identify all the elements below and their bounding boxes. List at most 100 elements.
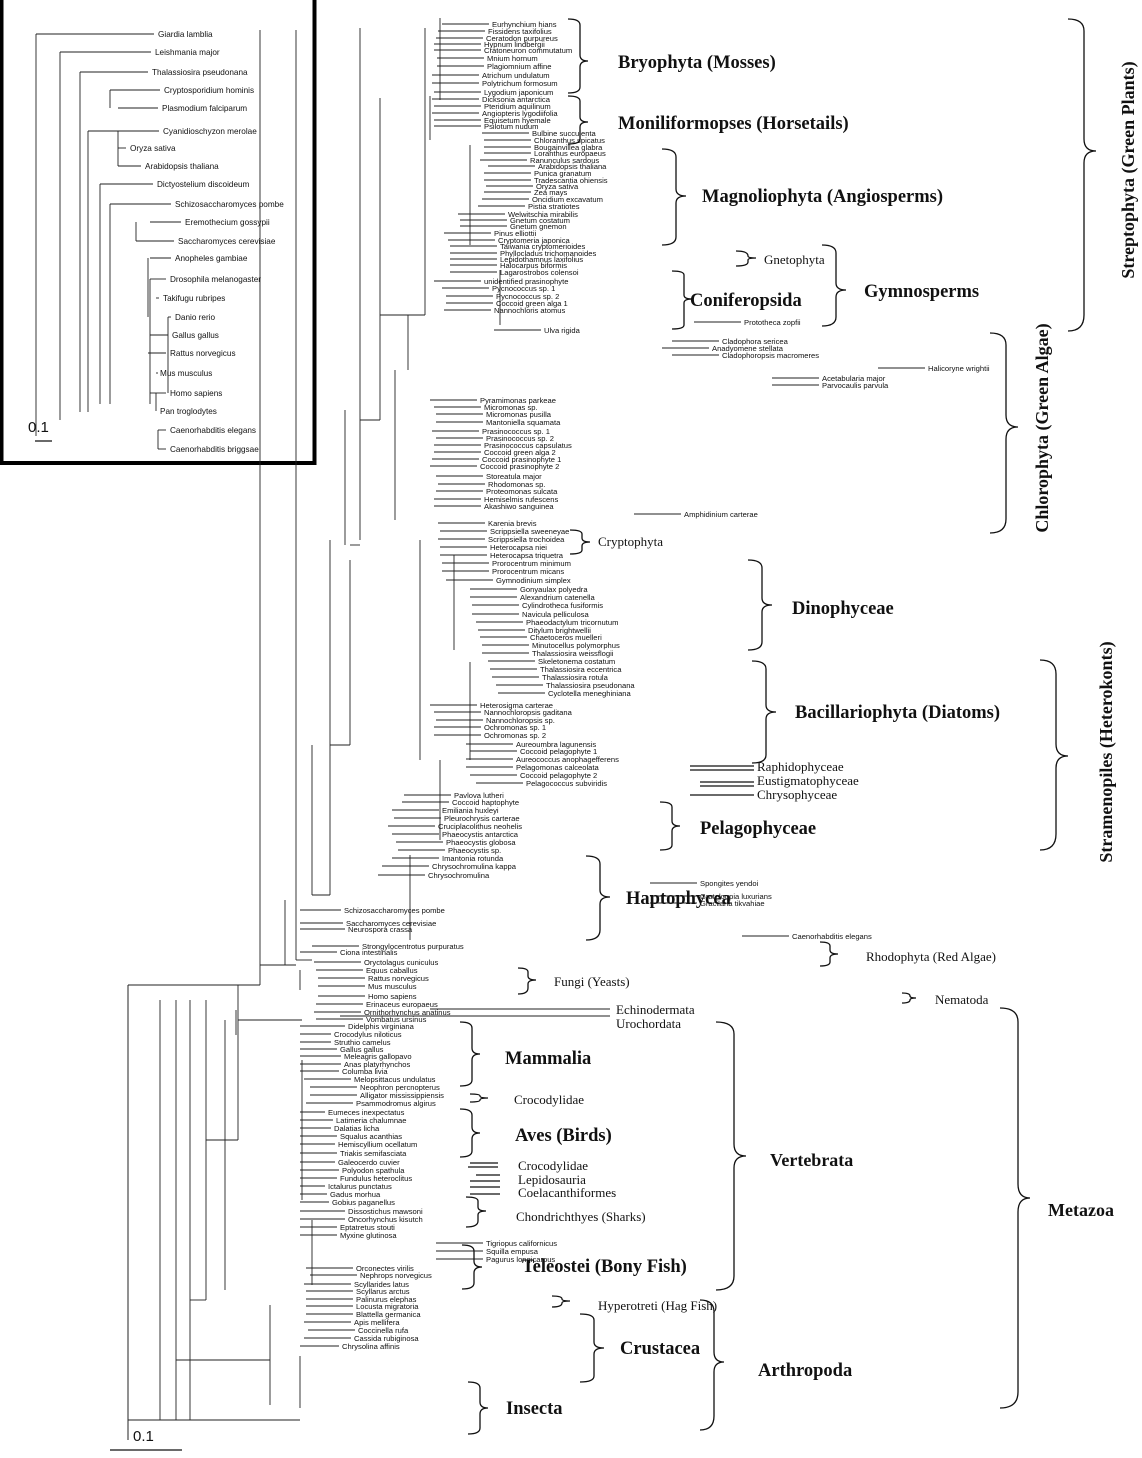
taxon-acetabularia-major: Acetabularia major <box>822 374 886 383</box>
taxon-phaeocystis-globosa: Phaeocystis globosa <box>446 838 516 847</box>
taxon-scyllarides-latus: Scyllarides latus <box>354 1280 409 1289</box>
label-gnetophyta: Gnetophyta <box>764 252 825 267</box>
taxon-coccoid-green-alga-1: Coccoid green alga 1 <box>496 299 568 308</box>
taxon-pistia-stratiotes: Pistia stratiotes <box>528 202 580 211</box>
label-moniliformopses: Moniliformopses (Horsetails) <box>618 114 849 134</box>
label-fungi: Fungi (Yeasts) <box>554 974 630 989</box>
taxon-pycnococcus-sp-1: Pycnococcus sp. 1 <box>492 284 555 293</box>
inset-tree <box>35 33 181 450</box>
taxon-caenorhabditis-elegans: Caenorhabditis elegans <box>792 932 872 941</box>
taxon-cryptomeria-japonica: Cryptomeria japonica <box>498 236 571 245</box>
taxon-mantoniella-squamata: Mantoniella squamata <box>486 418 561 427</box>
taxon-mus-musculus: Mus musculus <box>368 982 417 991</box>
taxon-nephrops-norvegicus: Nephrops norvegicus <box>360 1271 432 1280</box>
taxon-halocarpus-biformis: Halocarpus biformis <box>500 261 567 270</box>
taxon-gobius-paganellus: Gobius paganellus <box>332 1198 395 1207</box>
label-urochordata: Urochordata <box>616 1016 681 1031</box>
taxon-lygodium-japonicum: Lygodium japonicum <box>484 88 553 97</box>
taxon-polyodon-spathula: Polyodon spathula <box>342 1166 405 1175</box>
taxon-gadus-morhua: Gadus morhua <box>330 1190 381 1199</box>
bracket-bacillariophyta <box>751 660 777 764</box>
taxon-alligator-mississippiensis: Alligator mississippiensis <box>360 1091 444 1100</box>
taxon-chloranthus-spicatus: Chloranthus spicatus <box>534 136 605 145</box>
taxon-bulbine-succulenta: Bulbine succulenta <box>532 129 597 138</box>
taxon-melopsittacus-undulatus: Melopsittacus undulatus <box>354 1075 436 1084</box>
taxon-navicula-pelliculosa: Navicula pelliculosa <box>522 610 589 619</box>
taxon-chaetoceros-muelleri: Chaetoceros muelleri <box>530 633 602 642</box>
taxon-eptatretus-stouti: Eptatretus stouti <box>340 1223 395 1232</box>
connector-echino-urochordata <box>340 1008 610 1017</box>
taxon-coccoid-pelagophyte-2: Coccoid pelagophyte 2 <box>520 771 597 780</box>
taxon-phaeocystis-sp: Phaeocystis sp. <box>448 846 501 855</box>
taxon-anas-platyrhynchos: Anas platyrhynchos <box>344 1060 410 1069</box>
taxon-hypnum-lindbergii: Hypnum lindbergii <box>484 40 545 49</box>
taxon-nannochloropsis-sp: Nannochloropsis sp. <box>486 716 555 725</box>
taxon-emiliania-huxleyi: Emiliania huxleyi <box>442 806 499 815</box>
bracket-pelagophyceae <box>659 801 681 851</box>
taxon-skeletonema-costatum: Skeletonema costatum <box>538 657 615 666</box>
taxon-coccoid-prasinophyte-1: Coccoid prasinophyte 1 <box>482 455 561 464</box>
label-eustigmatophyceae: Eustigmatophyceae <box>757 773 859 788</box>
taxon-taiwania-cryptomerioides: Taiwania cryptomerioides <box>500 242 585 251</box>
bracket-metazoa <box>999 1007 1031 1409</box>
bracket-rhodophyta <box>819 941 839 967</box>
taxon-scrippsiella-trochoidea: Scrippsiella trochoidea <box>488 535 565 544</box>
taxon-locusta-migratoria: Locusta migratoria <box>356 1302 419 1311</box>
taxon-scyllarus-arctus: Scyllarus arctus <box>356 1287 410 1296</box>
taxon-cratoneuron-commutatum: Cratoneuron commutatum <box>484 46 572 55</box>
label-crocodylidae-2: Crocodylidae <box>518 1158 588 1173</box>
taxon-hemiscyllium-ocellatum: Hemiscyllium ocellatum <box>338 1140 417 1149</box>
taxon-phaeocystis-antarctica: Phaeocystis antarctica <box>442 830 519 839</box>
taxon-plagiomnium-affine: Plagiomnium affine <box>487 62 551 71</box>
inset-taxon-schizosaccharomyces-pombe: Schizosaccharomyces pombe <box>175 200 284 209</box>
taxon-oncorhynchus-kisutch: Oncorhynchus kisutch <box>348 1215 423 1224</box>
taxon-akashiwo-sanguinea: Akashiwo sanguinea <box>484 502 554 511</box>
taxon-hemiselmis-rufescens: Hemiselmis rufescens <box>484 495 558 504</box>
taxon-crocodylus-niloticus: Crocodylus niloticus <box>334 1030 402 1039</box>
connector-raphido-chryso <box>690 765 754 796</box>
label-insecta: Insecta <box>506 1399 563 1419</box>
inset-taxon-cryptosporidium-hominis: Cryptosporidium hominis <box>164 86 254 95</box>
taxon-vombatus-ursinus: Vombatus ursinus <box>366 1015 427 1024</box>
inset-taxon-saccharomyces-cerevisiae: Saccharomyces cerevisiae <box>178 237 276 246</box>
label-cryptophyta: Cryptophyta <box>598 534 663 549</box>
taxon-lepidothamnus-laxifolius: Lepidothamnus laxifolius <box>500 255 583 264</box>
taxon-orconectes-virilis: Orconectes virilis <box>356 1264 414 1273</box>
taxon-heterocapsa-niei: Heterocapsa niei <box>490 543 547 552</box>
taxon-prasinococcus-sp-2: Prasinococcus sp. 2 <box>486 434 554 443</box>
taxon-ciona-intestinalis: Ciona intestinalis <box>340 948 398 957</box>
label-echinodermata: Echinodermata <box>616 1002 695 1017</box>
taxon-latimeria-chalumnae: Latimeria chalumnae <box>336 1116 407 1125</box>
label-crustacea: Crustacea <box>620 1339 700 1359</box>
bracket-dinophyceae <box>747 559 773 651</box>
taxon-ceratodon-purpureus: Ceratodon purpureus <box>486 34 558 43</box>
bracket-teleostei <box>461 1244 483 1290</box>
label-vertebrata: Vertebrata <box>770 1150 853 1170</box>
label-chondrichthyes: Chondrichthyes (Sharks) <box>516 1209 646 1224</box>
taxon-palinurus-elephas: Palinurus elephas <box>356 1295 417 1304</box>
label-aves: Aves (Birds) <box>515 1126 612 1146</box>
taxon-didelphis-virginiana: Didelphis virginiana <box>348 1022 415 1031</box>
taxon-tigriopus-californicus: Tigriopus californicus <box>486 1239 557 1248</box>
taxon-cladophoropsis-macromeres: Cladophoropsis macromeres <box>722 351 819 360</box>
taxon-cladophora-sericea: Cladophora sericea <box>722 337 789 346</box>
taxon-parvocaulis-parvula: Parvocaulis parvula <box>822 381 889 390</box>
taxon-nannochloropsis-gaditana: Nannochloropsis gaditana <box>484 708 573 717</box>
label-chlorophyta: Chlorophyta (Green Algae) <box>1032 323 1053 532</box>
taxon-minutocellus-polymorphus: Minutocellus polymorphus <box>532 641 620 650</box>
bracket-cryptophyta <box>569 529 591 555</box>
taxon-anadyomene-stellata: Anadyomene stellata <box>712 344 784 353</box>
inset-scale-label: 0.1 <box>28 419 49 436</box>
bracket-stramenopiles <box>1039 659 1069 851</box>
taxon-pyramimonas-parkeae: Pyramimonas parkeae <box>480 396 556 405</box>
taxon-oryza-sativa: Oryza sativa <box>536 182 579 191</box>
taxon-thalassiosira-weissflogii: Thalassiosira weissflogii <box>532 649 614 658</box>
taxon-chrysochromulina: Chrysochromulina <box>428 871 490 880</box>
taxon-gonyaulax-polyedra: Gonyaulax polyedra <box>520 585 588 594</box>
main-scale-label: 0.1 <box>133 1428 154 1445</box>
label-arthropoda: Arthropoda <box>758 1361 852 1381</box>
group-brackets <box>459 18 1097 1435</box>
taxon-ictalurus-punctatus: Ictalurus punctatus <box>328 1182 392 1191</box>
taxon-struthio-camelus: Struthio camelus <box>334 1038 391 1047</box>
taxon-alexandrium-catenella: Alexandrium catenella <box>520 593 595 602</box>
